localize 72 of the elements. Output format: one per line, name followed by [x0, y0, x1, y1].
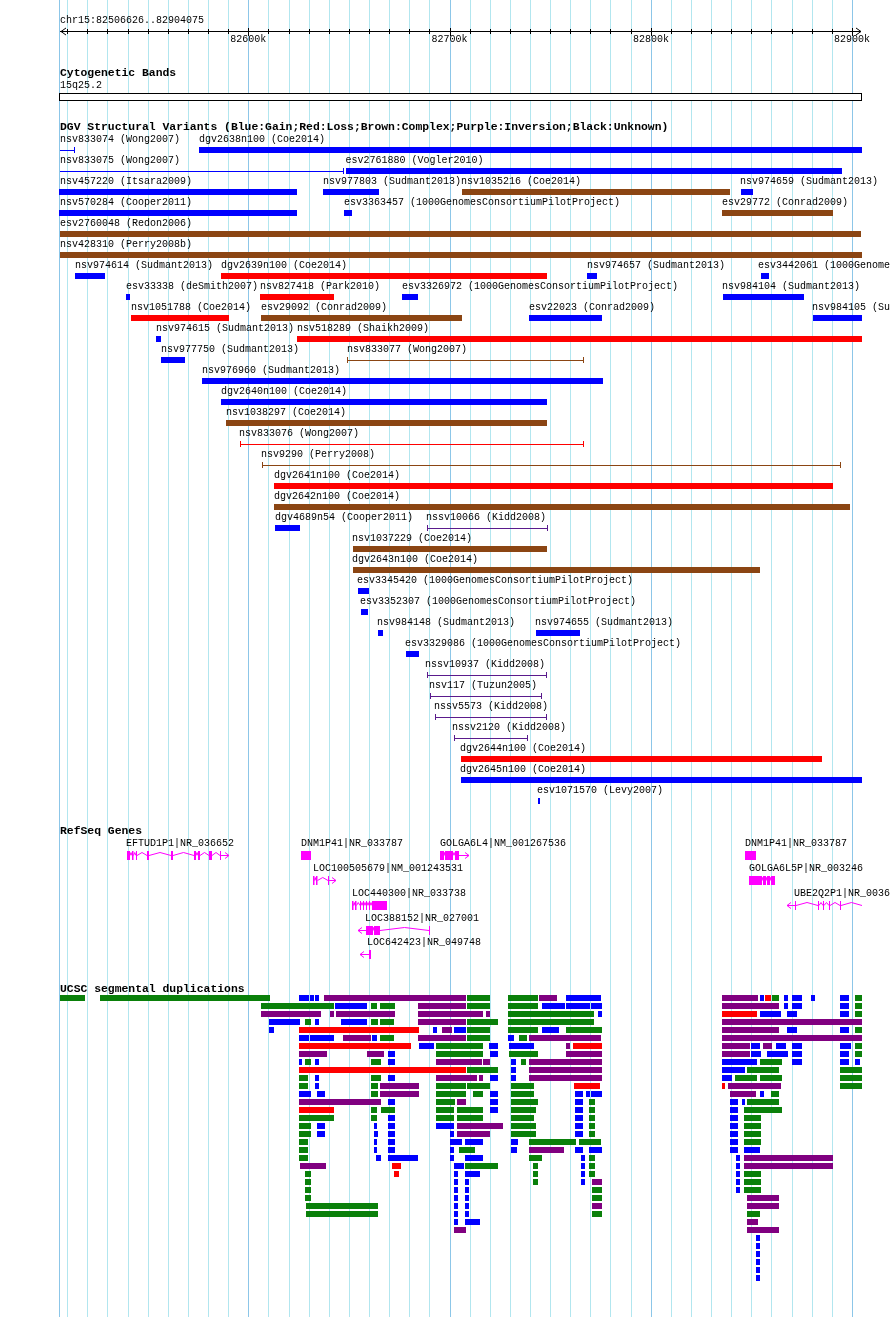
variant-label: nsv984105 (Su — [812, 302, 890, 314]
variant-label: nsv518289 (Shaikh2009) — [297, 323, 430, 335]
ruler-tick-label: 82800k — [632, 34, 669, 46]
variant-label: dgv2643n100 (Coe2014) — [352, 554, 479, 566]
variant-label: nsv984148 (Sudmant2013) — [377, 617, 516, 629]
variant-label: esv1071570 (Levy2007) — [537, 785, 664, 797]
variant-label: nsv974614 (Sudmant2013) — [75, 260, 214, 272]
variant-label: nsv974659 (Sudmant2013) — [740, 176, 879, 188]
variant-label: nsv1038297 (Coe2014) — [226, 407, 347, 419]
variant-label: nsv827418 (Park2010) — [260, 281, 381, 293]
ruler-tick-label: 82700k — [431, 34, 468, 46]
variant-label: esv3352307 (1000GenomesConsortiumPilotProject) — [360, 596, 637, 608]
variant-label: esv3345420 (1000GenomesConsortiumPilotProject) — [357, 575, 634, 587]
variant-label: dgv2644n100 (Coe2014) — [460, 743, 587, 755]
variant-label: esv3442061 (1000Genome — [758, 260, 890, 272]
variant-label: nsv974615 (Sudmant2013) — [156, 323, 295, 335]
variant-label: nsv1037229 (Coe2014) — [352, 533, 473, 545]
variant-label: nsv833077 (Wong2007) — [347, 344, 468, 356]
variant-label: nsv428310 (Perry2008b) — [60, 239, 193, 251]
gene-label: LOC440300|NR_033738 — [352, 888, 467, 900]
variant-label: esv3326972 (1000GenomesConsortiumPilotProject) — [402, 281, 679, 293]
variant-label: nsv833076 (Wong2007) — [239, 428, 360, 440]
variant-label: esv3363457 (1000GenomesConsortiumPilotProject) — [344, 197, 621, 209]
variant-label: nsv976960 (Sudmant2013) — [202, 365, 341, 377]
variant-label: dgv2639n100 (Coe2014) — [221, 260, 348, 272]
position-label: chr15:82506626..82904075 — [60, 15, 205, 27]
gene-label: DNM1P41|NR_033787 — [301, 838, 404, 850]
variant-label: nssv5573 (Kidd2008) — [434, 701, 549, 713]
gene-label: EFTUD1P1|NR_036652 — [126, 838, 235, 850]
gene-label: GOLGA6L5P|NR_003246 — [749, 863, 864, 875]
variant-label: dgv4689n54 (Cooper2011) — [275, 512, 414, 524]
variant-label: nsv833074 (Wong2007) — [60, 134, 181, 146]
gene-label: GOLGA6L4|NM_001267536 — [440, 838, 567, 850]
variant-label: nssv10937 (Kidd2008) — [425, 659, 546, 671]
variant-label: nsv984104 (Sudmant2013) — [722, 281, 861, 293]
band-label: 15q25.2 — [60, 80, 102, 92]
variant-label: esv33338 (deSmith2007) — [126, 281, 259, 293]
variant-label: nsv9290 (Perry2008) — [261, 449, 376, 461]
gene-label: UBE2Q2P1|NR_0036 — [794, 888, 890, 900]
variant-label: nsv117 (Tuzun2005) — [429, 680, 538, 692]
variant-label: nsv1035216 (Coe2014) — [461, 176, 582, 188]
variant-label: nsv833075 (Wong2007) — [60, 155, 181, 167]
track-title: DGV Structural Variants (Blue:Gain;Red:Loss;Brown:Complex;Purple:Inversion;Black:Unknown) — [60, 121, 669, 134]
variant-label: dgv2641n100 (Coe2014) — [274, 470, 401, 482]
variant-label: nsv1051788 (Coe2014) — [131, 302, 252, 314]
variant-label: esv3329086 (1000GenomesConsortiumPilotProject) — [405, 638, 682, 650]
variant-label: nsv457220 (Itsara2009) — [60, 176, 193, 188]
variant-label: nsv974657 (Sudmant2013) — [587, 260, 726, 272]
variant-label: nsv977750 (Sudmant2013) — [161, 344, 300, 356]
variant-label: esv29092 (Conrad2009) — [261, 302, 388, 314]
gene-label: LOC642423|NR_049748 — [367, 937, 482, 949]
ruler-tick-label: 82600k — [230, 34, 267, 46]
variant-label: dgv2638n100 (Coe2014) — [199, 134, 326, 146]
gene-label: LOC100505679|NM_001243531 — [313, 863, 464, 875]
variant-label: esv29772 (Conrad2009) — [722, 197, 849, 209]
ruler-tick-label: 82900k — [834, 34, 870, 46]
track-title: UCSC segmental duplications — [60, 983, 245, 996]
variant-label: nssv2120 (Kidd2008) — [452, 722, 567, 734]
variant-label: dgv2640n100 (Coe2014) — [221, 386, 348, 398]
variant-label: dgv2642n100 (Coe2014) — [274, 491, 401, 503]
variant-label: esv2760048 (Redon2006) — [60, 218, 193, 230]
track-title: Cytogenetic Bands — [60, 67, 177, 80]
gene-label: DNM1P41|NR_033787 — [745, 838, 848, 850]
variant-label: esv2761880 (Vogler2010) — [345, 155, 484, 167]
variant-label: nsv974655 (Sudmant2013) — [535, 617, 674, 629]
variant-label: nsv977803 (Sudmant2013) — [323, 176, 462, 188]
variant-label: nssv10066 (Kidd2008) — [426, 512, 547, 524]
track-title: RefSeq Genes — [60, 825, 143, 838]
variant-label: dgv2645n100 (Coe2014) — [460, 764, 587, 776]
variant-label: nsv570284 (Cooper2011) — [60, 197, 193, 209]
variant-label: esv22023 (Conrad2009) — [529, 302, 656, 314]
gene-label: LOC388152|NR_027001 — [365, 913, 480, 925]
